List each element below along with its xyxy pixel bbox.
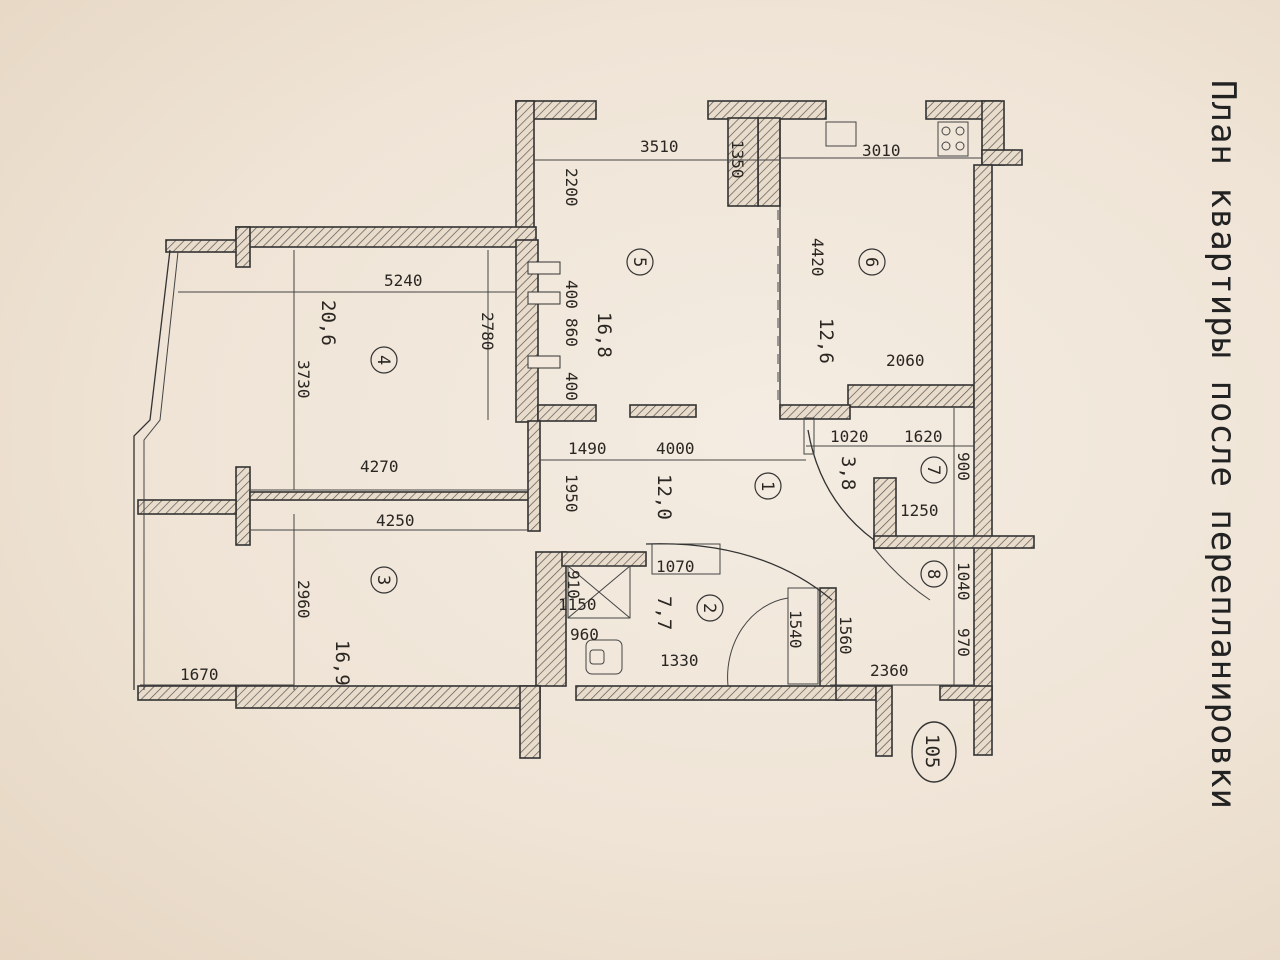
dim-label: 910 [564, 570, 583, 599]
sheet-number: 105 [921, 734, 943, 768]
dim-label: 1950 [562, 474, 581, 513]
plan-title: План квартиры после перепланировки [1203, 80, 1243, 810]
dim-label: 3730 [294, 360, 313, 399]
dim-label: 1330 [660, 651, 699, 670]
room-8-number: 8 [923, 569, 943, 579]
dim-label: 5240 [384, 271, 423, 290]
room-4-label: 4 20,6 [317, 300, 398, 374]
dimension-labels: 3510 3010 1350 2200 4420 5240 2780 3730 … [180, 137, 973, 684]
dim-label: 1350 [728, 140, 747, 179]
dim-label: 4250 [376, 511, 415, 530]
dim-label: 1070 [656, 557, 695, 576]
interior-lines [133, 118, 969, 690]
dim-label: 1620 [904, 427, 943, 446]
room-1-label: 1 12,0 [653, 472, 782, 520]
dim-label: 3510 [640, 137, 679, 156]
room-6-area: 12,6 [815, 318, 837, 364]
room-4-area: 20,6 [317, 300, 339, 346]
dim-label: 1670 [180, 665, 219, 684]
room-6-label: 6 12,6 [815, 248, 886, 364]
room-1-area: 12,0 [653, 474, 675, 520]
room-2-area: 7,7 [653, 596, 675, 630]
dim-label: 1560 [836, 616, 855, 655]
room-labels: 1 12,0 2 7,7 3 16,9 4 20,6 5 16,8 6 12,6 [317, 248, 948, 686]
dim-label: 2960 [294, 580, 313, 619]
dim-label: 900 [954, 452, 973, 481]
dim-label: 2200 [562, 168, 581, 207]
dim-label: 1040 [954, 562, 973, 601]
dim-label: 2060 [886, 351, 925, 370]
room-5-area: 16,8 [593, 312, 615, 358]
room-2-label: 2 7,7 [653, 594, 724, 630]
dim-label: 1490 [568, 439, 607, 458]
room-2-number: 2 [699, 603, 719, 613]
dim-label: 4270 [360, 457, 399, 476]
dim-label: 1250 [900, 501, 939, 520]
dim-label: 4420 [808, 238, 827, 277]
dim-label: 1150 [558, 595, 597, 614]
room-3-area: 16,9 [331, 640, 353, 686]
dim-label: 2360 [870, 661, 909, 680]
room-7-number: 7 [923, 465, 943, 475]
room-5-label: 5 16,8 [593, 248, 654, 358]
walls [137, 100, 1035, 759]
dim-label: 400 [562, 280, 581, 309]
sheet-number-badge: 105 [911, 721, 957, 783]
dim-label: 1020 [830, 427, 869, 446]
dim-label: 4000 [656, 439, 695, 458]
room-6-number: 6 [861, 257, 881, 267]
room-7-area: 3,8 [837, 456, 859, 490]
room-1-number: 1 [757, 481, 777, 491]
room-5-number: 5 [629, 257, 649, 267]
room-3-label: 3 16,9 [331, 566, 398, 686]
dim-label: 2780 [478, 312, 497, 351]
dim-label: 1540 [786, 610, 805, 649]
dim-label: 400 [562, 372, 581, 401]
dim-label: 3010 [862, 141, 901, 160]
room-7-label: 7 3,8 [837, 456, 948, 490]
room-8-label: 8 [920, 560, 948, 588]
dimension-lines [140, 157, 982, 690]
dim-label: 960 [570, 625, 599, 644]
room-4-number: 4 [373, 355, 393, 365]
dim-label: 860 [562, 318, 581, 347]
room-3-number: 3 [373, 575, 393, 585]
dim-label: 970 [954, 628, 973, 657]
